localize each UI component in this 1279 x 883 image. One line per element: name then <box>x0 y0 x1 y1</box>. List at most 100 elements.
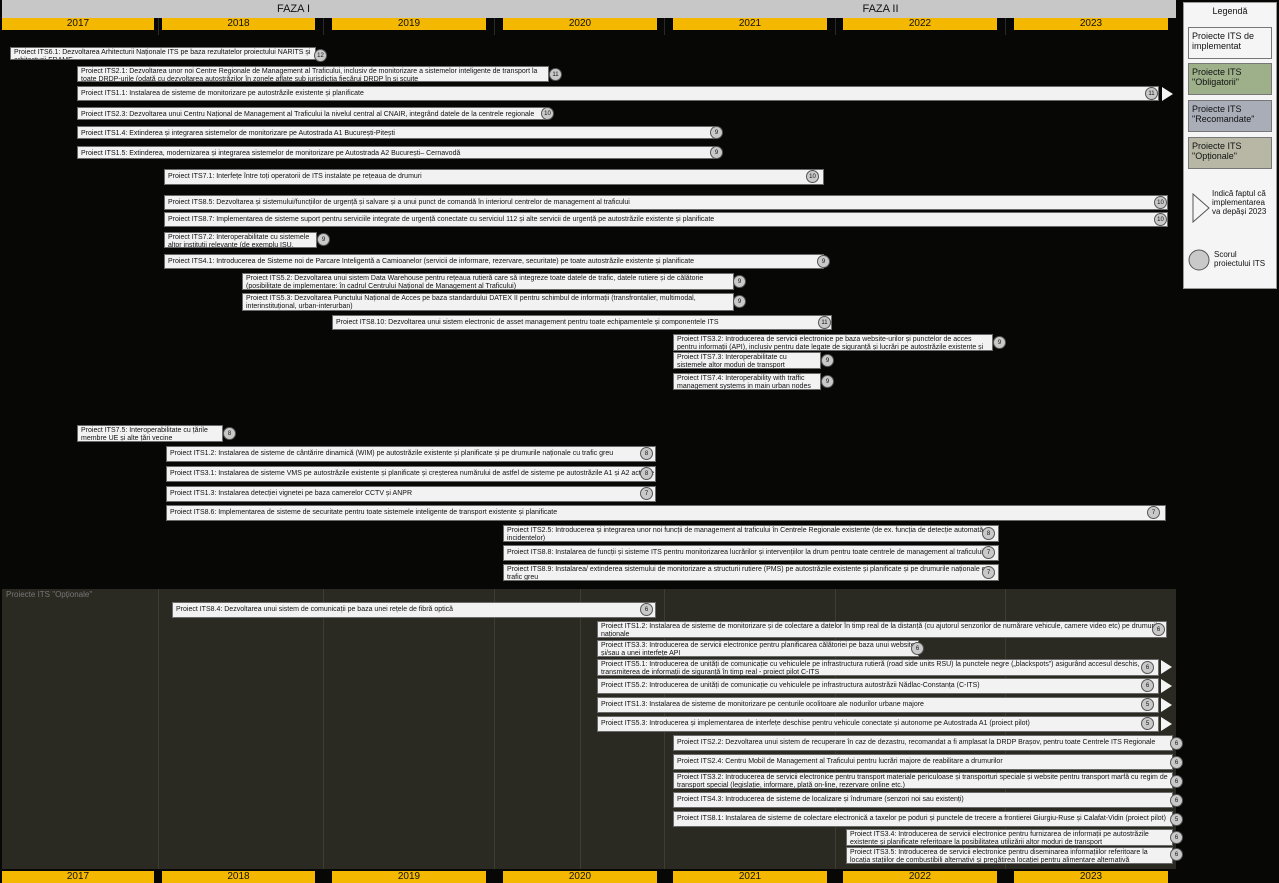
project-bar[interactable]: Proiect ITS1.2: Instalarea de sisteme de… <box>166 446 656 462</box>
project-score: 6 <box>911 642 924 655</box>
project-score: 9 <box>817 255 830 268</box>
project-bar[interactable]: Proiect ITS5.2: Dezvoltarea unui sistem … <box>242 273 734 290</box>
legend-arrow-icon <box>1192 193 1210 223</box>
project-score: 8 <box>982 527 995 540</box>
project-bar[interactable]: Proiect ITS3.3: Introducerea de servicii… <box>597 640 919 657</box>
project-bar[interactable]: Proiect ITS8.9: Instalarea/ extinderea s… <box>503 564 999 581</box>
project-score: 6 <box>1170 775 1183 788</box>
project-bar[interactable]: Proiect ITS8.10: Dezvoltarea unui sistem… <box>332 315 832 330</box>
project-bar[interactable]: Proiect ITS4.3: Introducerea de sisteme … <box>673 792 1173 808</box>
project-score: 9 <box>733 275 746 288</box>
project-score: 7 <box>982 546 995 559</box>
year-top-2019: 2019 <box>332 18 486 30</box>
project-score: 6 <box>1170 737 1183 750</box>
project-bar[interactable]: Proiect ITS1.1: Instalarea de sisteme de… <box>77 86 1159 101</box>
project-bar[interactable]: Proiect ITS7.3: Interoperabilitate cu si… <box>673 352 821 369</box>
project-score: 11 <box>818 316 831 329</box>
legend-implemented: Proiecte ITS de implementat <box>1188 27 1272 59</box>
project-score: 6 <box>1170 794 1183 807</box>
project-bar[interactable]: Proiect ITS8.6: Implementarea de sisteme… <box>166 505 1166 521</box>
project-bar[interactable]: Proiect ITS7.1: Interfețe între toți ope… <box>164 169 824 185</box>
project-bar[interactable]: Proiect ITS8.4: Dezvoltarea unui sistem … <box>172 602 656 618</box>
project-score: 11 <box>549 68 562 81</box>
project-bar[interactable]: Proiect ITS1.3: Instalarea detecției vig… <box>166 486 656 502</box>
project-bar[interactable]: Proiect ITS7.5: Interoperabilitate cu ță… <box>77 425 223 442</box>
legend-arrow-note: Indică faptul că implementarea va depăși… <box>1212 189 1267 216</box>
phase-2-label: FAZA II <box>862 3 899 15</box>
project-score: 9 <box>821 354 834 367</box>
project-score: 8 <box>640 447 653 460</box>
phase-1-label: FAZA I <box>276 3 310 15</box>
project-bar[interactable]: Proiect ITS1.5: Extinderea, modernizarea… <box>77 146 717 159</box>
project-score: 9 <box>710 146 723 159</box>
project-score: 6 <box>1152 623 1165 636</box>
project-score: 6 <box>1170 756 1183 769</box>
project-bar[interactable]: Proiect ITS5.3: Dezvoltarea Punctului Na… <box>242 293 734 311</box>
project-bar[interactable]: Proiect ITS4.1: Introducerea de Sisteme … <box>164 254 824 269</box>
legend-score-icon <box>1188 249 1210 271</box>
phase-band-2: FAZA II <box>585 0 1176 18</box>
year-top-2023: 2023 <box>1014 18 1168 30</box>
project-score: 8 <box>640 467 653 480</box>
project-score: 6 <box>640 603 653 616</box>
project-bar[interactable]: Proiect ITS3.5: Introducerea de servicii… <box>846 847 1173 864</box>
project-bar[interactable]: Proiect ITS1.4: Extinderea și integrarea… <box>77 126 717 139</box>
year-bottom-2019: 2019 <box>332 871 486 883</box>
project-score: 7 <box>1147 506 1160 519</box>
beyond-2023-arrow-icon <box>1162 87 1173 101</box>
project-score: 9 <box>710 126 723 139</box>
year-top-2021: 2021 <box>673 18 827 30</box>
legend-recommended: Proiecte ITS "Recomandate" <box>1188 100 1272 132</box>
beyond-2023-arrow-icon <box>1161 660 1172 674</box>
project-bar[interactable]: Proiect ITS2.2: Dezvoltarea unui sistem … <box>673 735 1173 751</box>
project-bar[interactable]: Proiect ITS7.4: Interoperability with tr… <box>673 373 821 390</box>
project-bar[interactable]: Proiect ITS8.8: Instalarea de funcții și… <box>503 545 999 561</box>
project-score: 11 <box>1145 87 1158 100</box>
legend-title: Legendă <box>1212 6 1248 16</box>
project-bar[interactable]: Proiect ITS3.2: Introducerea de servicii… <box>673 772 1173 789</box>
project-score: 8 <box>223 427 236 440</box>
project-bar[interactable]: Proiect ITS5.2: Introducerea de unități … <box>597 678 1159 694</box>
project-bar[interactable]: Proiect ITS5.3: Introducerea și implemen… <box>597 716 1159 732</box>
project-bar[interactable]: Proiect ITS2.5: Introducerea și integrar… <box>503 525 999 542</box>
year-bottom-2022: 2022 <box>843 871 997 883</box>
project-bar[interactable]: Proiect ITS8.5: Dezvoltarea și sistemulu… <box>164 195 1168 210</box>
project-score: 7 <box>640 487 653 500</box>
project-score: 7 <box>982 566 995 579</box>
project-bar[interactable]: Proiect ITS2.4: Centru Mobil de Manageme… <box>673 754 1173 770</box>
project-score: 6 <box>1141 679 1154 692</box>
project-score: 9 <box>993 336 1006 349</box>
project-score: 10 <box>1154 213 1167 226</box>
project-score: 9 <box>317 233 330 246</box>
year-top-2022: 2022 <box>843 18 997 30</box>
year-bottom-2017: 2017 <box>2 871 154 883</box>
project-bar[interactable]: Proiect ITS8.7: Implementarea de sisteme… <box>164 212 1168 227</box>
project-bar[interactable]: Proiect ITS1.3: Instalarea de sisteme de… <box>597 697 1159 713</box>
project-score: 5 <box>1170 813 1183 826</box>
beyond-2023-arrow-icon <box>1161 698 1172 712</box>
project-bar[interactable]: Proiect ITS6.1: Dezvoltarea Arhitecturii… <box>10 47 316 60</box>
optional-zone-label: Proiecte ITS "Opționale" <box>6 590 93 599</box>
project-bar[interactable]: Proiect ITS2.3: Dezvoltarea unui Centru … <box>77 107 547 120</box>
year-bottom-2023: 2023 <box>1014 871 1168 883</box>
year-top-2017: 2017 <box>2 18 154 30</box>
legend-optional: Proiecte ITS "Opționale" <box>1188 137 1272 169</box>
project-bar[interactable]: Proiect ITS5.1: Introducerea de unități … <box>597 659 1159 676</box>
project-score: 6 <box>1141 661 1154 674</box>
project-bar[interactable]: Proiect ITS7.2: Interoperabilitate cu si… <box>164 232 317 248</box>
project-bar[interactable]: Proiect ITS3.1: Instalarea de sisteme VM… <box>166 466 656 482</box>
project-bar[interactable]: Proiect ITS2.1: Dezvoltarea unor noi Cen… <box>77 66 549 82</box>
year-bottom-2021: 2021 <box>673 871 827 883</box>
project-score: 6 <box>1170 831 1183 844</box>
project-score: 10 <box>541 107 554 120</box>
project-score: 10 <box>1154 196 1167 209</box>
year-bottom-2020: 2020 <box>503 871 657 883</box>
project-score: 10 <box>806 170 819 183</box>
legend-score-note: Scorul proiectului ITS <box>1214 250 1266 268</box>
project-score: 5 <box>1141 698 1154 711</box>
project-bar[interactable]: Proiect ITS3.2: Introducerea de servicii… <box>673 334 993 351</box>
project-bar[interactable]: Proiect ITS3.4: Introducerea de servicii… <box>846 829 1173 846</box>
project-bar[interactable]: Proiect ITS8.1: Instalarea de sisteme de… <box>673 811 1173 827</box>
project-bar[interactable]: Proiect ITS1.2: Instalarea de sisteme de… <box>597 621 1167 638</box>
year-bottom-2018: 2018 <box>162 871 315 883</box>
